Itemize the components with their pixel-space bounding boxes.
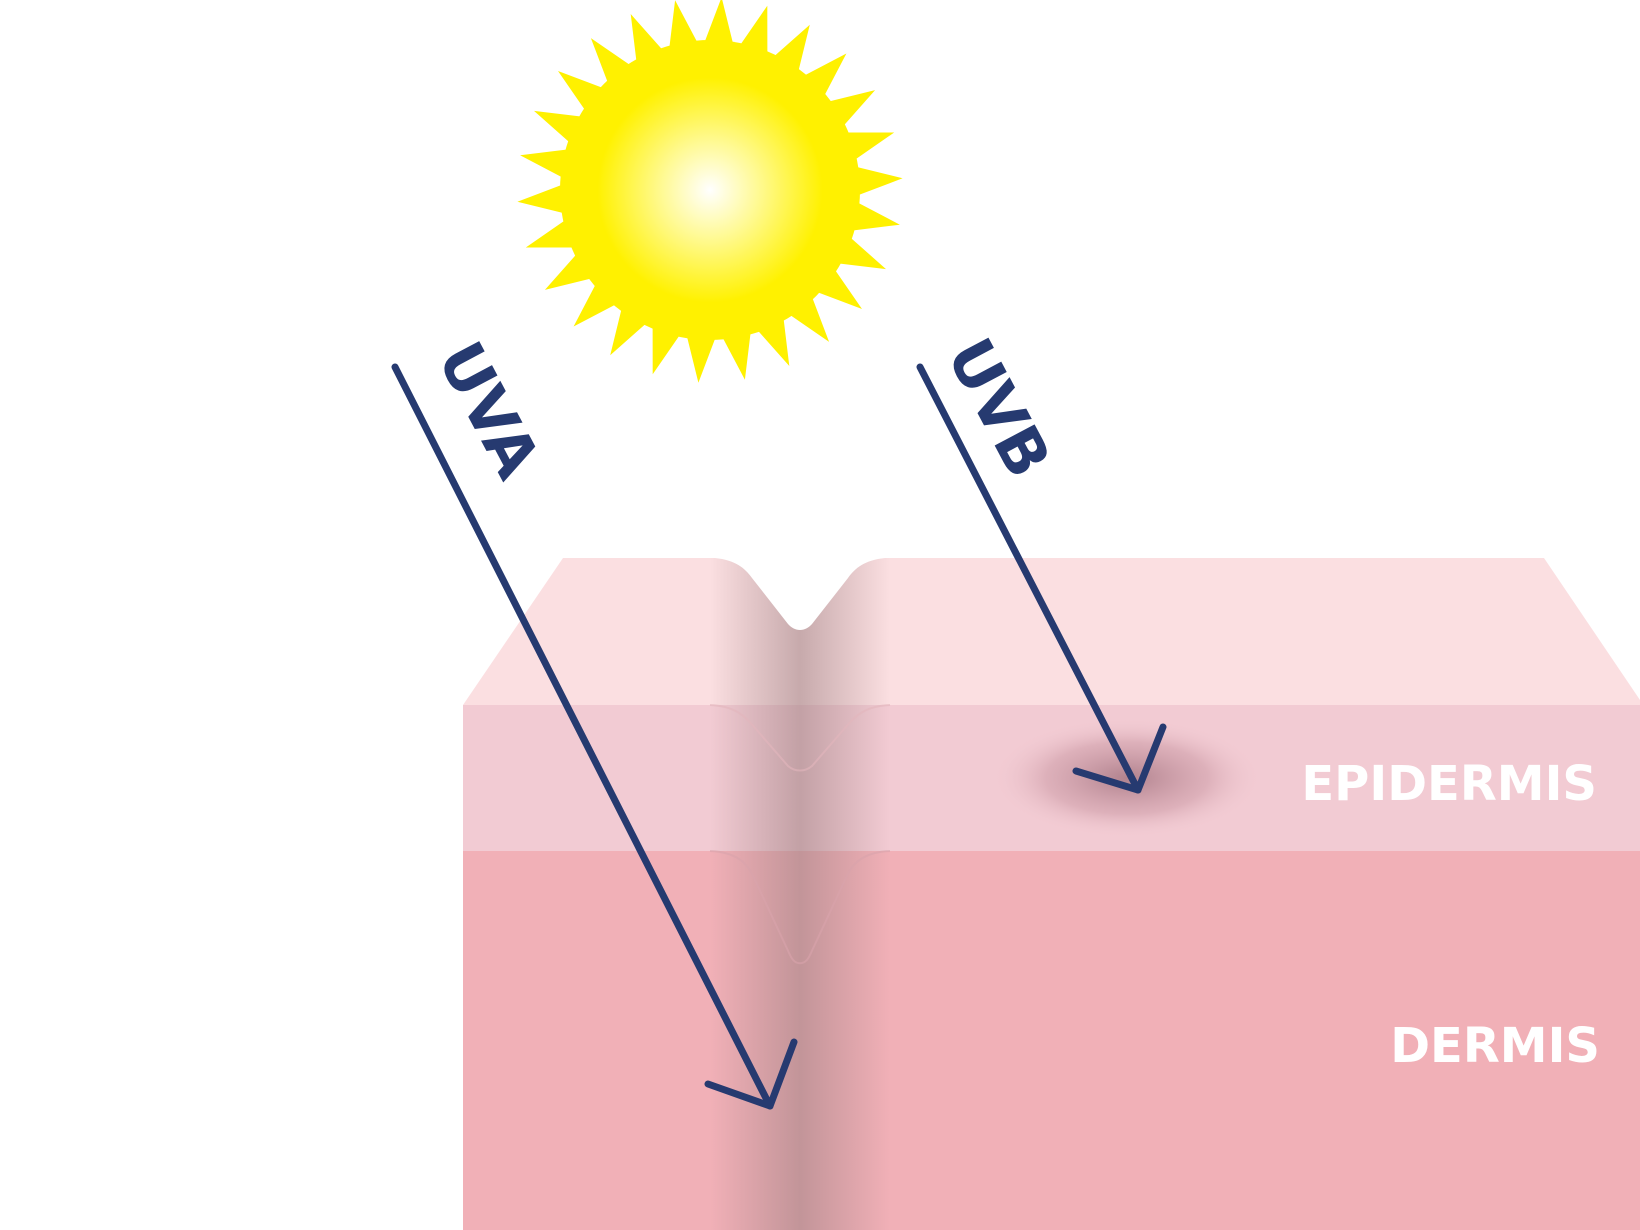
uvb-arrowhead (1072, 723, 1167, 794)
uva-arrow-line (391, 363, 774, 1110)
uvb-label: UVB (933, 326, 1066, 489)
uva-arrowhead (704, 1038, 798, 1110)
uvb-absorption-spot (992, 718, 1262, 838)
dermis-label: DERMIS (1390, 1018, 1600, 1074)
uvb-arrow-line (916, 363, 1142, 794)
skin-cross-section (463, 558, 1640, 1230)
sun-icon (517, 0, 903, 383)
hair-follicle-icon (709, 558, 891, 1230)
dermis-layer (463, 851, 1640, 1230)
epidermis-label: EPIDERMIS (1301, 756, 1597, 812)
skin-surface-top (463, 558, 1640, 705)
